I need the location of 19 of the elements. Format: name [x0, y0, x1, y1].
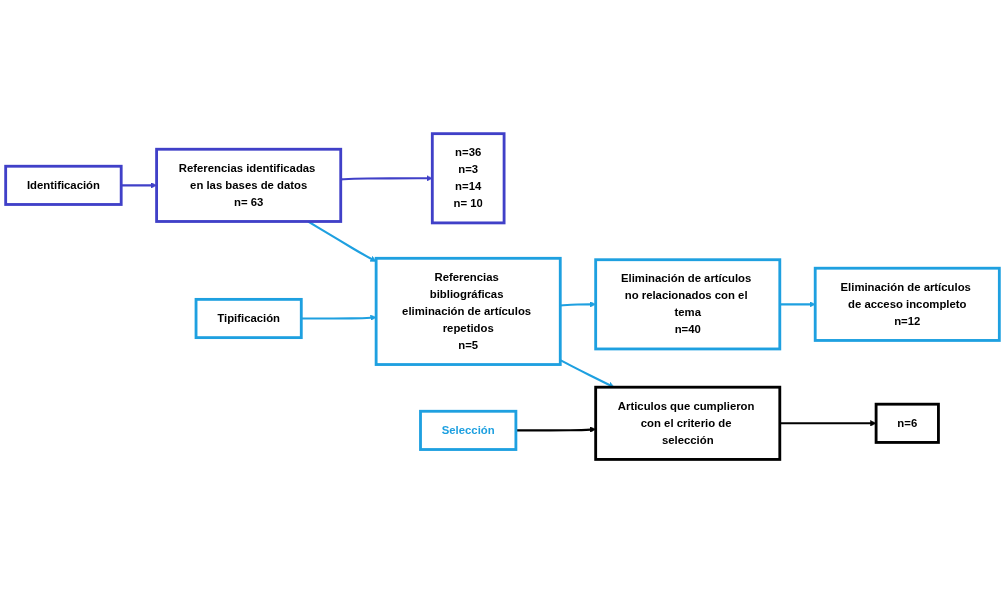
node-box: n=6 [874, 403, 940, 445]
arrow [515, 426, 596, 434]
arrow [121, 182, 157, 189]
arrow [340, 175, 433, 182]
node-box: Referencias identificadas en las bases de datos n= 63 [155, 148, 343, 224]
node-box: Referencias bibliográficas eliminación de artículos repetidos n=5 [374, 257, 562, 367]
arrow [301, 315, 377, 322]
node-box: Tipificación [194, 298, 303, 340]
node-box: Eliminación de artículos de acceso incompleto n=12 [813, 267, 1001, 343]
node-box: n=36 n=3 n=14 n= 10 [430, 132, 506, 225]
node-box: Articulos que cumplieron con el criterio de selección [594, 386, 782, 462]
node-box: Eliminación de artículos no relacionados con el tema n=40 [594, 258, 782, 351]
arrow [559, 359, 615, 388]
arrow [307, 221, 377, 263]
node-box: Identificación [4, 165, 123, 207]
arrow [779, 301, 816, 308]
node-box: Selección [419, 410, 518, 452]
arrow [779, 420, 877, 427]
arrow [560, 301, 596, 308]
